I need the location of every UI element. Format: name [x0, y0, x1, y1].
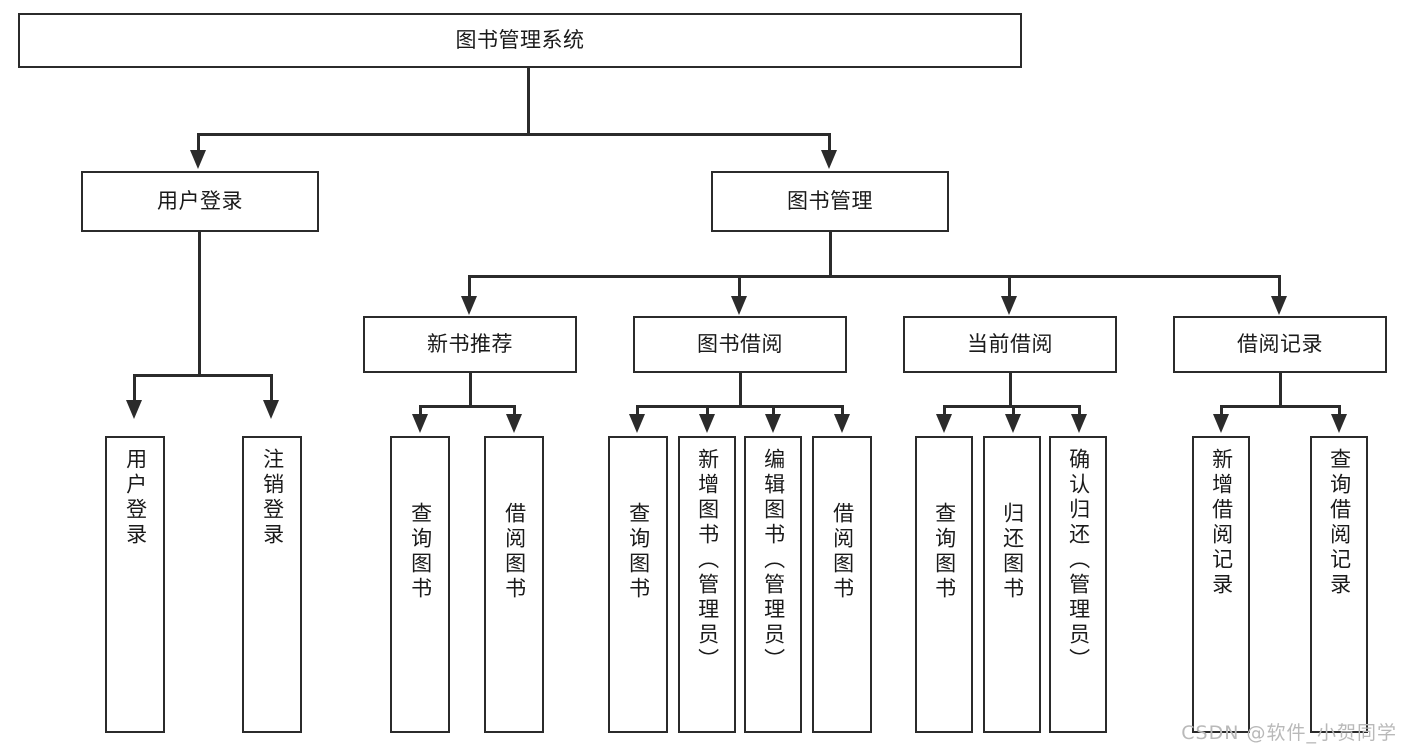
- arrow-to-br-query: [1331, 414, 1347, 433]
- node-label: 用户登录: [123, 448, 148, 548]
- connector-drop-cb-return: [1012, 405, 1015, 422]
- connector-drop-current-borrow: [1008, 275, 1011, 300]
- leaf-cb-return-book[interactable]: 归还图书: [983, 436, 1041, 733]
- node-label: 新书推荐: [427, 332, 513, 357]
- connector-drop-bb-edit: [772, 405, 775, 422]
- arrow-to-cb-query: [936, 414, 952, 433]
- connector-drop-borrow-record: [1278, 275, 1281, 300]
- arrow-to-cb-return: [1005, 414, 1021, 433]
- arrow-to-br-add: [1213, 414, 1229, 433]
- connector-drop-br-query: [1338, 405, 1341, 422]
- connector-new-book-bus: [419, 405, 514, 408]
- connector-drop-leaf-logout: [270, 374, 273, 404]
- connector-drop-nb-query: [419, 405, 422, 422]
- connector-user-login-stem: [198, 232, 201, 375]
- arrow-to-book-mgmt: [821, 150, 837, 169]
- node-label: 查询借阅记录: [1327, 448, 1352, 598]
- node-label: 查询图书: [408, 502, 433, 602]
- arrow-to-nb-borrow: [506, 414, 522, 433]
- node-label: 确认归还（管理员）: [1066, 448, 1091, 673]
- leaf-cb-confirm-return[interactable]: 确认归还（管理员）: [1049, 436, 1107, 733]
- node-label: 借阅记录: [1237, 332, 1323, 357]
- node-label: 借阅图书: [830, 502, 855, 602]
- arrow-to-user-login: [190, 150, 206, 169]
- connector-book-mgmt-bus: [468, 275, 1280, 278]
- node-label: 当前借阅: [967, 332, 1053, 357]
- connector-drop-book-borrow: [738, 275, 741, 300]
- connector-borrow-record-bus: [1220, 405, 1340, 408]
- node-borrow-record[interactable]: 借阅记录: [1173, 316, 1387, 373]
- arrow-to-new-book: [461, 296, 477, 315]
- arrow-to-bb-edit: [765, 414, 781, 433]
- connector-drop-leaf-user-login: [133, 374, 136, 404]
- connector-drop-cb-query: [943, 405, 946, 422]
- leaf-nb-query-book[interactable]: 查询图书: [390, 436, 450, 733]
- arrow-to-bb-borrow: [834, 414, 850, 433]
- node-label: 新增借阅记录: [1209, 448, 1234, 598]
- leaf-cb-query-book[interactable]: 查询图书: [915, 436, 973, 733]
- node-label: 注销登录: [260, 448, 285, 548]
- node-label: 归还图书: [1000, 502, 1025, 602]
- connector-borrow-record-stem: [1279, 373, 1282, 406]
- leaf-user-login[interactable]: 用户登录: [105, 436, 165, 733]
- connector-drop-bb-borrow: [841, 405, 844, 422]
- connector-drop-cb-confirm: [1078, 405, 1081, 422]
- node-label: 图书管理: [787, 189, 873, 214]
- connector-user-login-bus: [133, 374, 272, 377]
- leaf-bb-borrow-book[interactable]: 借阅图书: [812, 436, 872, 733]
- connector-drop-book-mgmt: [828, 133, 831, 155]
- node-new-book-recommend[interactable]: 新书推荐: [363, 316, 577, 373]
- arrow-to-book-borrow: [731, 296, 747, 315]
- node-book-borrow[interactable]: 图书借阅: [633, 316, 847, 373]
- arrow-to-leaf-logout: [263, 400, 279, 419]
- node-label: 图书管理系统: [455, 28, 585, 53]
- connector-book-borrow-bus: [636, 405, 842, 408]
- arrow-to-cb-confirm: [1071, 414, 1087, 433]
- connector-drop-user-login: [197, 133, 200, 155]
- leaf-bb-add-book[interactable]: 新增图书（管理员）: [678, 436, 736, 733]
- node-label: 用户登录: [157, 189, 243, 214]
- node-label: 查询图书: [932, 502, 957, 602]
- connector-drop-bb-query: [636, 405, 639, 422]
- node-label: 图书借阅: [697, 332, 783, 357]
- connector-root-stem: [527, 68, 530, 134]
- connector-book-borrow-stem: [739, 373, 742, 406]
- leaf-bb-edit-book[interactable]: 编辑图书（管理员）: [744, 436, 802, 733]
- arrow-to-borrow-record: [1271, 296, 1287, 315]
- connector-new-book-stem: [469, 373, 472, 406]
- connector-current-borrow-bus: [943, 405, 1078, 408]
- arrow-to-current-borrow: [1001, 296, 1017, 315]
- arrow-to-bb-add: [699, 414, 715, 433]
- arrow-to-nb-query: [412, 414, 428, 433]
- connector-drop-br-add: [1220, 405, 1223, 422]
- csdn-watermark: CSDN @软件_小贺同学: [1181, 722, 1397, 744]
- connector-drop-bb-add: [706, 405, 709, 422]
- leaf-logout[interactable]: 注销登录: [242, 436, 302, 733]
- leaf-br-add-record[interactable]: 新增借阅记录: [1192, 436, 1250, 733]
- node-label: 借阅图书: [502, 502, 527, 602]
- connector-current-borrow-stem: [1009, 373, 1012, 406]
- connector-drop-new-book: [468, 275, 471, 300]
- connector-book-mgmt-stem: [829, 232, 832, 276]
- leaf-nb-borrow-book[interactable]: 借阅图书: [484, 436, 544, 733]
- arrow-to-bb-query: [629, 414, 645, 433]
- node-user-login[interactable]: 用户登录: [81, 171, 319, 232]
- connector-drop-nb-borrow: [513, 405, 516, 422]
- node-label: 新增图书（管理员）: [695, 448, 720, 673]
- leaf-br-query-record[interactable]: 查询借阅记录: [1310, 436, 1368, 733]
- node-root-system[interactable]: 图书管理系统: [18, 13, 1022, 68]
- arrow-to-leaf-user-login: [126, 400, 142, 419]
- node-label: 编辑图书（管理员）: [761, 448, 786, 673]
- node-book-management[interactable]: 图书管理: [711, 171, 949, 232]
- connector-root-bus: [197, 133, 830, 136]
- node-current-borrow[interactable]: 当前借阅: [903, 316, 1117, 373]
- leaf-bb-query-book[interactable]: 查询图书: [608, 436, 668, 733]
- node-label: 查询图书: [626, 502, 651, 602]
